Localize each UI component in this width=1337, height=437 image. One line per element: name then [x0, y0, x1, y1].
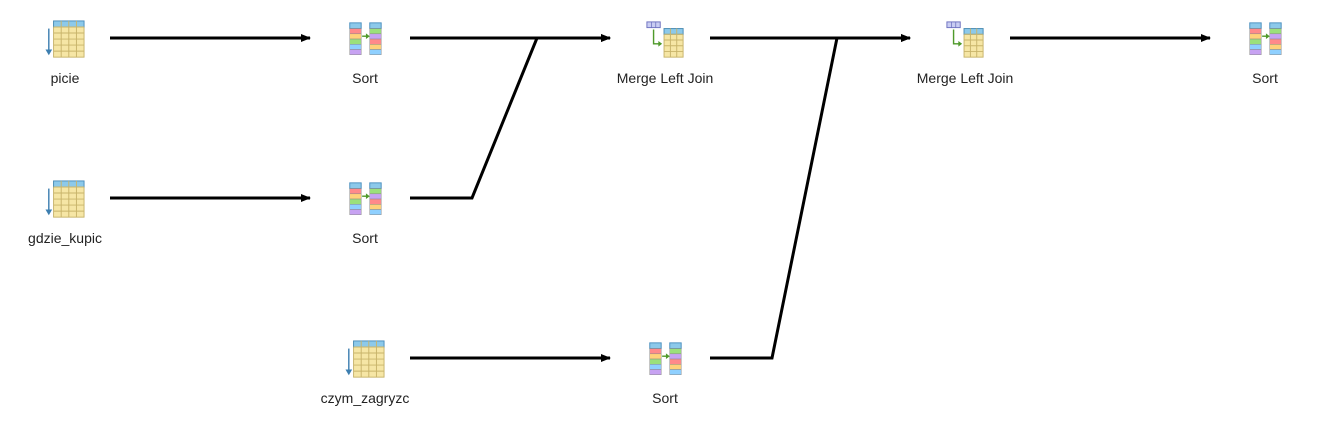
node-src_gdzie[interactable]: gdzie_kupic [0, 180, 135, 250]
node-src_picie[interactable]: picie [0, 20, 135, 90]
sort-icon [349, 22, 382, 55]
node-label: gdzie_kupic [28, 230, 102, 246]
sort-icon [649, 342, 682, 375]
node-label: Sort [352, 70, 378, 86]
sort-icon [349, 182, 382, 216]
node-sort_2[interactable]: Sort [295, 180, 435, 250]
node-label: Merge Left Join [916, 70, 1014, 86]
node-label: czym_zagryzc [320, 390, 410, 406]
edge-sort_3-to-merge_2[interactable] [710, 34, 911, 360]
node-src_czym[interactable]: czym_zagryzc [295, 340, 435, 410]
node-sort_4[interactable]: Sort [1195, 20, 1335, 90]
merge-left-join-icon [646, 21, 684, 58]
node-sort_3[interactable]: Sort [595, 340, 735, 410]
node-label: Merge Left Join [616, 70, 714, 86]
table-source-icon [45, 20, 85, 58]
node-merge_1[interactable]: Merge Left Join [595, 20, 735, 90]
table-source-icon [45, 180, 85, 218]
sort-icon [1249, 22, 1282, 55]
node-sort_1[interactable]: Sort [295, 20, 435, 90]
node-label: picie [50, 70, 80, 86]
edge-sort_2-to-merge_1[interactable] [410, 34, 611, 200]
node-label: Sort [1252, 70, 1278, 86]
merge-left-join-icon [946, 21, 984, 58]
node-label: Sort [652, 390, 678, 406]
node-merge_2[interactable]: Merge Left Join [895, 20, 1035, 90]
table-source-icon [345, 340, 385, 378]
node-label: Sort [352, 230, 378, 246]
